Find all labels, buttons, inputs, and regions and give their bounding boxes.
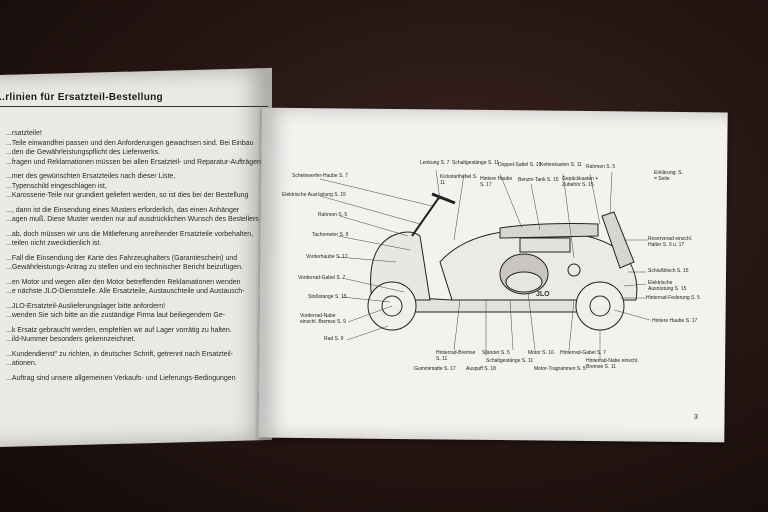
label-schlussblech: Schlußblech S. 15: [648, 268, 689, 274]
page-number: 3: [694, 414, 698, 421]
left-page-heading: ...rlinien für Ersatzteil-Bestellung: [0, 92, 163, 103]
left-text-line: ...mer des gewünschten Ersatzteiles nach…: [6, 173, 176, 180]
left-text-line: ...k Ersatz gebraucht werden, empfehlen …: [6, 326, 232, 334]
left-text-line: ...en Motor und wegen aller den Motor be…: [6, 278, 241, 286]
label-hinterrad-federung: Hinterrad-Federung S. 5: [646, 295, 700, 301]
left-text-line: ...Gewährleistungs-Antrag zu stellen und…: [6, 264, 243, 271]
left-text-line: ...JLO-Ersatzteil-Auslieferungslager bit…: [6, 302, 166, 310]
label-kickstarthebel: Kickstarthebel S. 11: [440, 174, 478, 186]
label-motor: Motor S. 16: [528, 350, 554, 356]
label-schaltgestaenge-b: Schaltgestänge S. 11: [486, 358, 534, 364]
left-text-line: ...e nächste JLO-Dienststelle. Alle Ersa…: [6, 288, 245, 295]
left-text-line: ...Teile einwandfrei passen und den Anfo…: [6, 139, 254, 147]
label-elektrische-ausruestung-r: Elektrische Ausrüstung S. 15: [648, 280, 687, 292]
seat-shape: [499, 223, 599, 239]
jlo-logo: JLO: [536, 291, 550, 298]
label-hinterrad-nabe: Hinterrad-Nabe einschl. Bremse S. 11: [586, 358, 639, 370]
handlebar: [431, 192, 456, 205]
label-elektrische-ausruestung: Elektrische Ausrüstung S. 15: [282, 192, 346, 198]
label-hintere-haube-top: Hintere Haube S. 17: [480, 176, 513, 188]
left-text-line: ...ab, doch müssen wir uns die Mitliefer…: [6, 230, 254, 238]
left-text-line: ...Auftrag sind unsere allgemeinen Verka…: [6, 374, 236, 382]
label-scheinwerfer: Scheinwerfer-Haube S. 7: [292, 173, 348, 179]
left-text-line: ...Fall die Einsendung der Karte des Fah…: [6, 254, 238, 262]
left-text-line: ...Kundendienst" zu richten, in deutsche…: [6, 350, 233, 358]
label-kettenkasten: Kettenkasten S. 11: [540, 162, 582, 168]
label-vorderrad-nabe: Vorderrad-Nabe einschl. Bremse S. 9: [300, 313, 346, 325]
label-vorderrad-gabel: Vorderrad-Gabel S. 7: [298, 275, 346, 281]
label-gepaeckkasten: Gepäckkasten + Zubehör S. 15: [562, 176, 599, 188]
label-hintere-haube-r: Hintere Haube S. 17: [652, 318, 698, 324]
label-lenkung: Lenkung S. 7: [420, 160, 450, 166]
label-stossstange: Stoßstange S. 15: [308, 294, 347, 300]
label-staender: Ständer S. 5: [482, 350, 510, 356]
left-text-line: ...ationen.: [6, 360, 37, 367]
left-text-line: ...wenden Sie sich bitte an die zuständi…: [6, 312, 226, 319]
label-rahmen-top: Rahmen S. 5: [586, 164, 616, 170]
left-text-line: ...agen muß. Diese Muster werden nur auf…: [6, 216, 259, 223]
label-hinterrad-gabel: Hinterrad-Gabel S. 7: [560, 350, 606, 356]
left-text-line: ...teilen nicht zweckdienlich ist.: [6, 240, 102, 247]
label-gummimatte: Gummimatte S. 17: [414, 366, 456, 372]
label-tachometer: Tachometer S. 9: [312, 232, 349, 238]
fuel-tank-shape: [519, 237, 571, 253]
label-schaltgestaenge: Schaltgestänge S. 11: [452, 160, 500, 166]
leader-lines: [319, 169, 651, 360]
label-vorderhaube: Vorderhaube S. 17: [306, 254, 348, 260]
left-text-line: ...ild-Nummer besonders gekennzeichnet.: [6, 336, 136, 343]
label-auspuff: Auspuff S. 18: [466, 366, 496, 372]
left-text-line: ...Typenschild eingeschlagen ist,: [6, 182, 107, 190]
heading-rule: [0, 106, 268, 107]
chain-sprocket: [567, 263, 581, 277]
label-hinterrad-bremse: Hinterrad-Bremse S. 11: [436, 350, 476, 362]
rear-wheel: [575, 281, 625, 331]
left-text-line: ...den die Gewährleistungspflicht des Li…: [6, 149, 161, 156]
label-rad: Rad S. 9: [324, 336, 344, 342]
left-text-line: ..., dann ist die Einsendung eines Muste…: [6, 206, 240, 214]
label-doppelsattel: Doppel-Sattel S. 15: [498, 162, 542, 168]
steering-column: [411, 195, 441, 237]
label-benzin-tank: Benzin-Tank S. 15: [518, 177, 559, 183]
label-motor-tragrahmen: Motor-Tragrahmen S. 5: [534, 366, 586, 372]
left-text-line: ...rsatzteile!: [6, 130, 42, 137]
label-erklaerung: Erklärung: S. = Seite: [654, 170, 683, 182]
left-text-line: ...fragen und Reklamationen müssen bei a…: [6, 158, 261, 166]
label-reserverad: Reserverad einschl. Halter S. 9 u. 17: [648, 236, 693, 248]
label-rahmen-left: Rahmen S. 5: [318, 212, 348, 218]
left-text-line: ...Karosserie-Teile nur grundiert gelief…: [6, 192, 249, 199]
